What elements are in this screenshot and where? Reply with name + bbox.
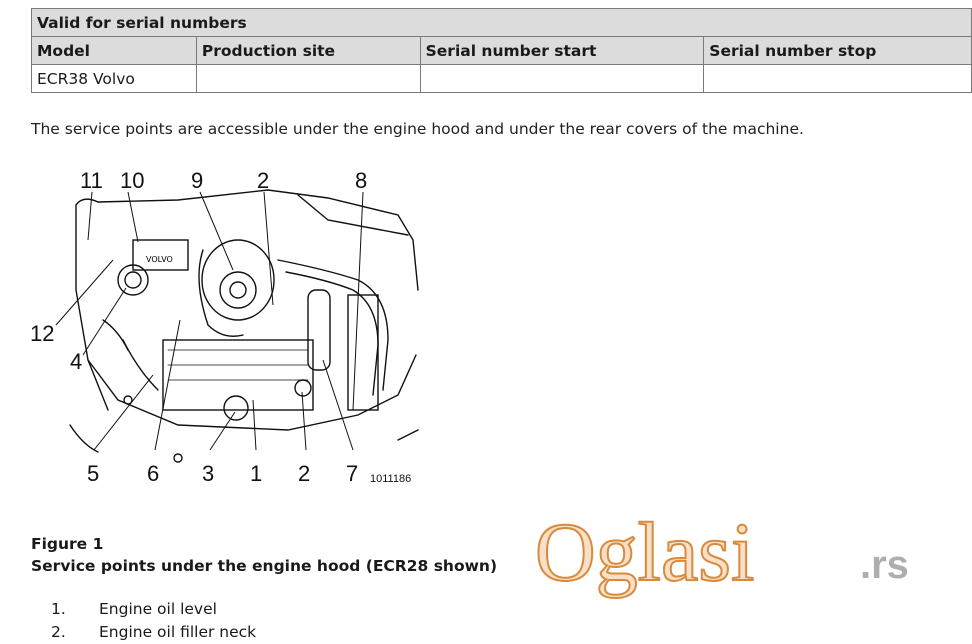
- label-7: 7: [346, 461, 358, 486]
- list-item: 1. Engine oil level: [31, 598, 256, 621]
- label-1: 1: [250, 461, 262, 486]
- label-9: 9: [191, 168, 203, 193]
- serial-number-table: Valid for serial numbers Model Productio…: [31, 8, 972, 93]
- oglasi-watermark-logo: Oglasi .rs: [535, 505, 909, 600]
- table-title: Valid for serial numbers: [31, 8, 972, 37]
- list-number: 1.: [51, 600, 66, 618]
- cell-serial-stop: [703, 64, 972, 93]
- header-serial-stop: Serial number stop: [703, 36, 972, 65]
- engine-diagram: VOLVO 11 10 9 2 8 12 4 5 6 3 1 2 7 10111…: [30, 168, 419, 486]
- list-text: Engine oil level: [99, 600, 217, 618]
- header-serial-start: Serial number start: [419, 36, 705, 65]
- header-production-site: Production site: [195, 36, 421, 65]
- figure-caption: Figure 1 Service points under the engine…: [31, 533, 497, 577]
- label-8: 8: [355, 168, 367, 193]
- label-12: 12: [30, 321, 54, 346]
- label-10: 10: [120, 168, 144, 193]
- figure-label: Figure 1: [31, 535, 104, 553]
- label-5: 5: [87, 461, 99, 486]
- volvo-logo-text: VOLVO: [146, 255, 173, 264]
- label-6: 6: [147, 461, 159, 486]
- watermark-tld: .rs: [860, 543, 909, 587]
- list-text: Engine oil filler neck: [99, 623, 257, 641]
- service-point-list: 1. Engine oil level 2. Engine oil filler n…: [31, 598, 256, 644]
- cell-serial-start: [419, 64, 705, 93]
- label-11: 11: [80, 168, 103, 193]
- watermark-brand: Oglasi: [535, 506, 754, 599]
- label-3: 3: [202, 461, 214, 486]
- list-number: 2.: [51, 623, 66, 641]
- header-model: Model: [31, 36, 197, 65]
- intro-paragraph: The service points are accessible under …: [31, 120, 804, 138]
- label-2-bottom: 2: [298, 461, 310, 486]
- cell-model: ECR38 Volvo: [31, 64, 197, 93]
- label-4: 4: [70, 349, 82, 374]
- figure-title: Service points under the engine hood (EC…: [31, 557, 498, 575]
- table-row: ECR38 Volvo: [31, 64, 972, 93]
- label-2-top: 2: [257, 168, 269, 193]
- figure-ref-number: 1011186: [370, 473, 411, 485]
- cell-production-site: [195, 64, 421, 93]
- list-item: 2. Engine oil filler neck: [31, 621, 256, 644]
